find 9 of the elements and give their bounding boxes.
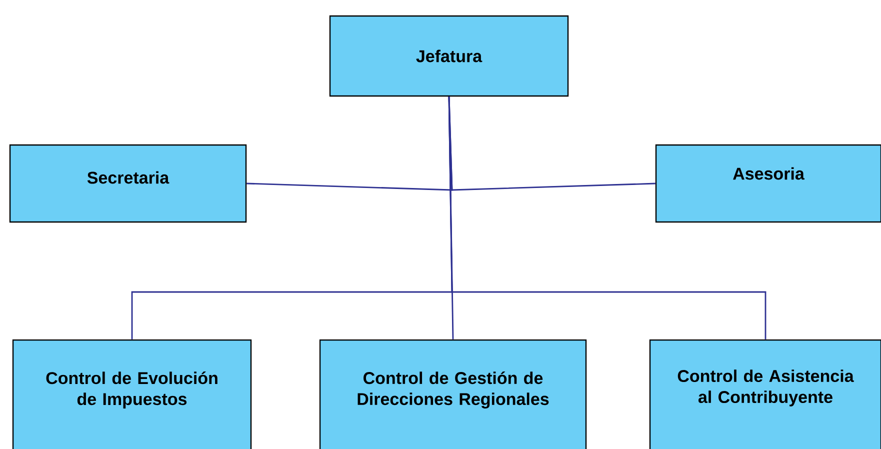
org-box: Jefatura bbox=[329, 15, 569, 97]
org-box: Control de Evolución de Impuestos bbox=[12, 339, 252, 449]
connector-line bbox=[448, 96, 766, 340]
connector-line bbox=[448, 96, 454, 340]
connector-line bbox=[448, 96, 656, 191]
org-box: Secretaria bbox=[9, 144, 247, 223]
org-box: Asesoria bbox=[655, 144, 881, 223]
org-box: Control de Gestión de Direcciones Regionales bbox=[319, 339, 587, 449]
org-box: Control de Asistencia al Contribuyente bbox=[649, 339, 881, 449]
